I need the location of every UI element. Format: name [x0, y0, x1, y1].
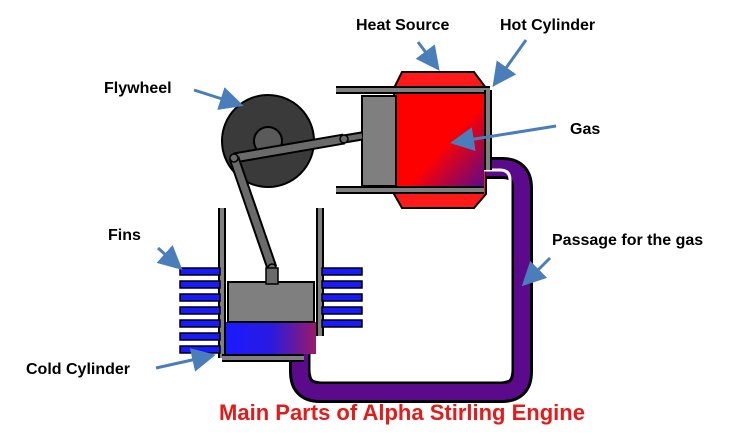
- hot-cylinder: [336, 86, 492, 194]
- label-hot-cylinder: Hot Cylinder: [500, 17, 595, 34]
- arrow-gas: [450, 124, 557, 152]
- arrow-flywheel: [193, 87, 244, 110]
- label-gas: Gas: [570, 121, 600, 138]
- arrow-cold-cylinder: [155, 348, 216, 372]
- cooling-fins-left: [179, 267, 221, 354]
- label-passage: Passage for the gas: [552, 232, 703, 249]
- cooling-fins-right: [321, 267, 363, 328]
- pointer-arrows: [155, 39, 557, 372]
- cold-cylinder: [218, 208, 324, 362]
- label-cold-cylinder: Cold Cylinder: [26, 361, 130, 378]
- arrow-heat-source: [415, 41, 440, 71]
- arrow-fins: [156, 245, 183, 271]
- connecting-rods: [228, 131, 363, 273]
- label-heat-source: Heat Source: [356, 17, 449, 34]
- label-flywheel: Flywheel: [104, 80, 172, 97]
- label-fins: Fins: [108, 227, 141, 244]
- gas-passage: [289, 157, 533, 403]
- arrow-passage: [521, 256, 552, 287]
- diagram-title: Main Parts of Alpha Stirling Engine: [219, 400, 585, 425]
- arrow-hot-cylinder: [492, 39, 528, 87]
